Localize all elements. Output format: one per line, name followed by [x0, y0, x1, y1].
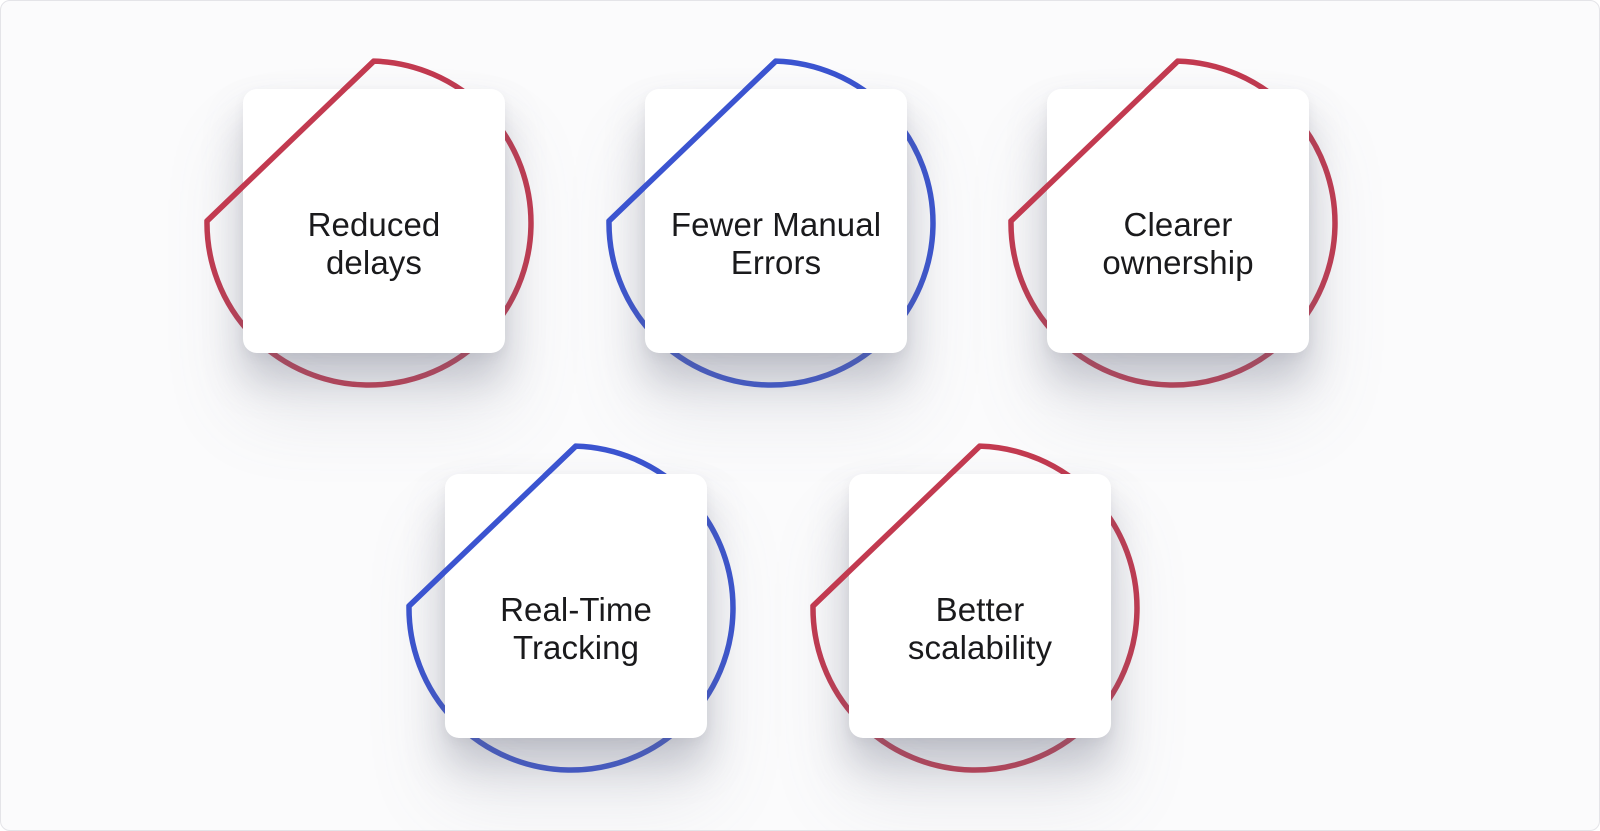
pin-fold-line-front [1009, 59, 1180, 223]
card-label-line2: ownership [1102, 244, 1254, 281]
card-label-line1: Better [935, 591, 1025, 628]
pin-fold-line-front [407, 444, 578, 608]
pin-fold-line-front [811, 444, 982, 608]
benefit-card-better-scalability: Better scalability [803, 433, 1183, 828]
card-surface: Real-Time Tracking [445, 474, 707, 738]
card-label-line2: Errors [730, 244, 822, 281]
pin-fold-line-front [607, 59, 778, 223]
benefit-card-reduced-delays: Reduced delays [197, 48, 577, 443]
card-label-line2: scalability [907, 629, 1053, 666]
card-label: Fewer Manual Errors [671, 206, 881, 282]
benefit-card-real-time-tracking: Real-Time Tracking [399, 433, 779, 828]
card-label-line2: delays [325, 244, 422, 281]
card-surface: Fewer Manual Errors [645, 89, 907, 353]
card-label: Better scalability [908, 591, 1052, 667]
card-label-line1: Real-Time [500, 591, 652, 628]
card-label-line2: Tracking [512, 629, 640, 666]
card-label-line1: Fewer Manual [670, 206, 882, 243]
card-label-line1: Clearer [1123, 206, 1233, 243]
card-surface: Reduced delays [243, 89, 505, 353]
card-label: Reduced delays [308, 206, 441, 282]
card-surface: Better scalability [849, 474, 1111, 738]
card-label: Real-Time Tracking [500, 591, 652, 667]
card-label-line1: Reduced [307, 206, 441, 243]
benefit-card-clearer-ownership: Clearer ownership [1001, 48, 1381, 443]
card-surface: Clearer ownership [1047, 89, 1309, 353]
pin-fold-line-front [205, 59, 376, 223]
card-label: Clearer ownership [1102, 206, 1253, 282]
benefit-card-fewer-manual-errors: Fewer Manual Errors [599, 48, 979, 443]
